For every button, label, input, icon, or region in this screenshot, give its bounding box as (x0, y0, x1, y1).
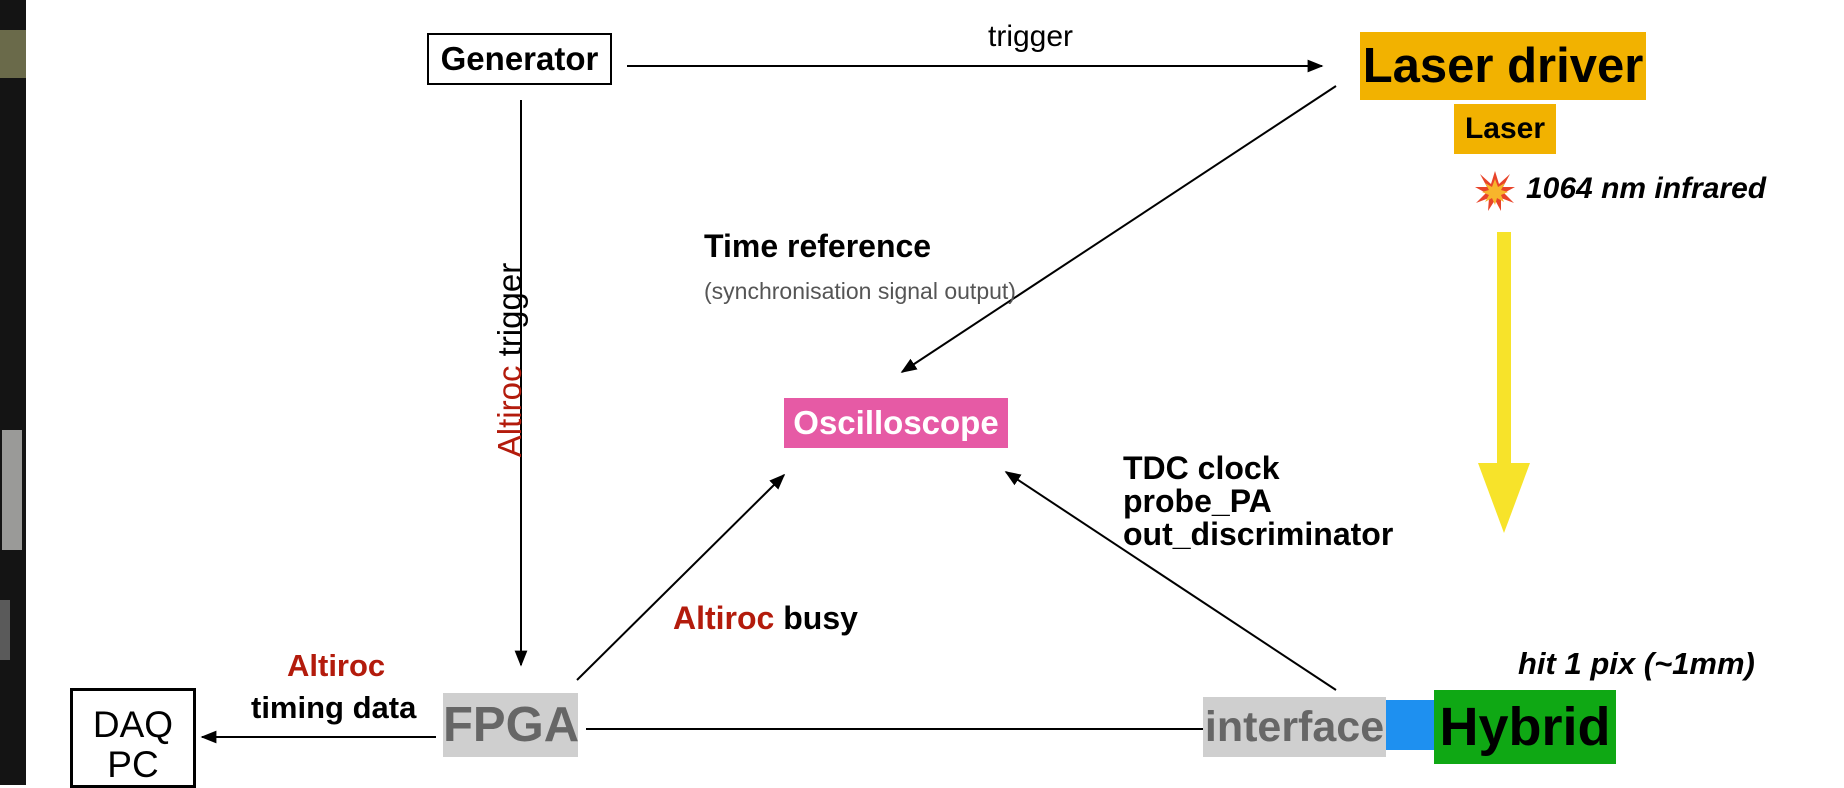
laser-box: Laser (1454, 104, 1556, 154)
oscilloscope-box: Oscilloscope (784, 398, 1008, 448)
photo-detail (0, 600, 10, 660)
signal-list: TDC clock probe_PA out_discriminator (1123, 452, 1393, 551)
time-reference-label: Time reference (704, 228, 932, 264)
probe-pa-label: probe_PA (1123, 483, 1272, 519)
photo-detail (0, 30, 26, 78)
interface-box: interface (1203, 697, 1386, 757)
timing-data-label: timing data (251, 690, 417, 725)
sync-output-label: (synchronisation signal output) (704, 278, 1016, 304)
laser-beam-arrow (1478, 232, 1530, 533)
altiroc-busy-text: busy (774, 600, 858, 636)
altiroc-trigger-text: trigger (491, 262, 528, 366)
tdc-clock-label: TDC clock (1123, 450, 1280, 486)
altiroc-busy-label: Altiroc busy (673, 600, 858, 637)
altiroc-busy-red: Altiroc (673, 600, 775, 636)
laser-driver-box: Laser driver (1360, 32, 1646, 100)
left-edge-photo (0, 0, 26, 785)
hybrid-box: Hybrid (1434, 690, 1616, 764)
fpga-to-oscilloscope-arrow (576, 473, 786, 681)
daq-label: DAQ (92, 704, 174, 745)
trigger-label: trigger (988, 20, 1074, 53)
fpga-box: FPGA (443, 693, 579, 757)
altiroc-trigger-red: Altiroc (491, 365, 528, 458)
laser-to-oscilloscope-arrow (900, 85, 1337, 373)
photo-detail (2, 430, 22, 550)
interface-to-oscilloscope-arrow (1004, 471, 1337, 691)
connector-block (1386, 700, 1436, 750)
collision-burst-icon (1475, 171, 1515, 211)
infrared-label: 1064 nm infrared (1526, 172, 1767, 205)
generator-box: Generator (427, 33, 612, 85)
altiroc-timing-red: Altiroc (287, 648, 386, 683)
out-discriminator-label: out_discriminator (1123, 516, 1394, 552)
altiroc-trigger-label: Altiroc trigger (491, 263, 529, 457)
pc-label: PC (107, 744, 159, 785)
daq-pc-box: DAQ PC (70, 688, 196, 788)
hit-pixel-label: hit 1 pix (~1mm) (1518, 646, 1755, 681)
